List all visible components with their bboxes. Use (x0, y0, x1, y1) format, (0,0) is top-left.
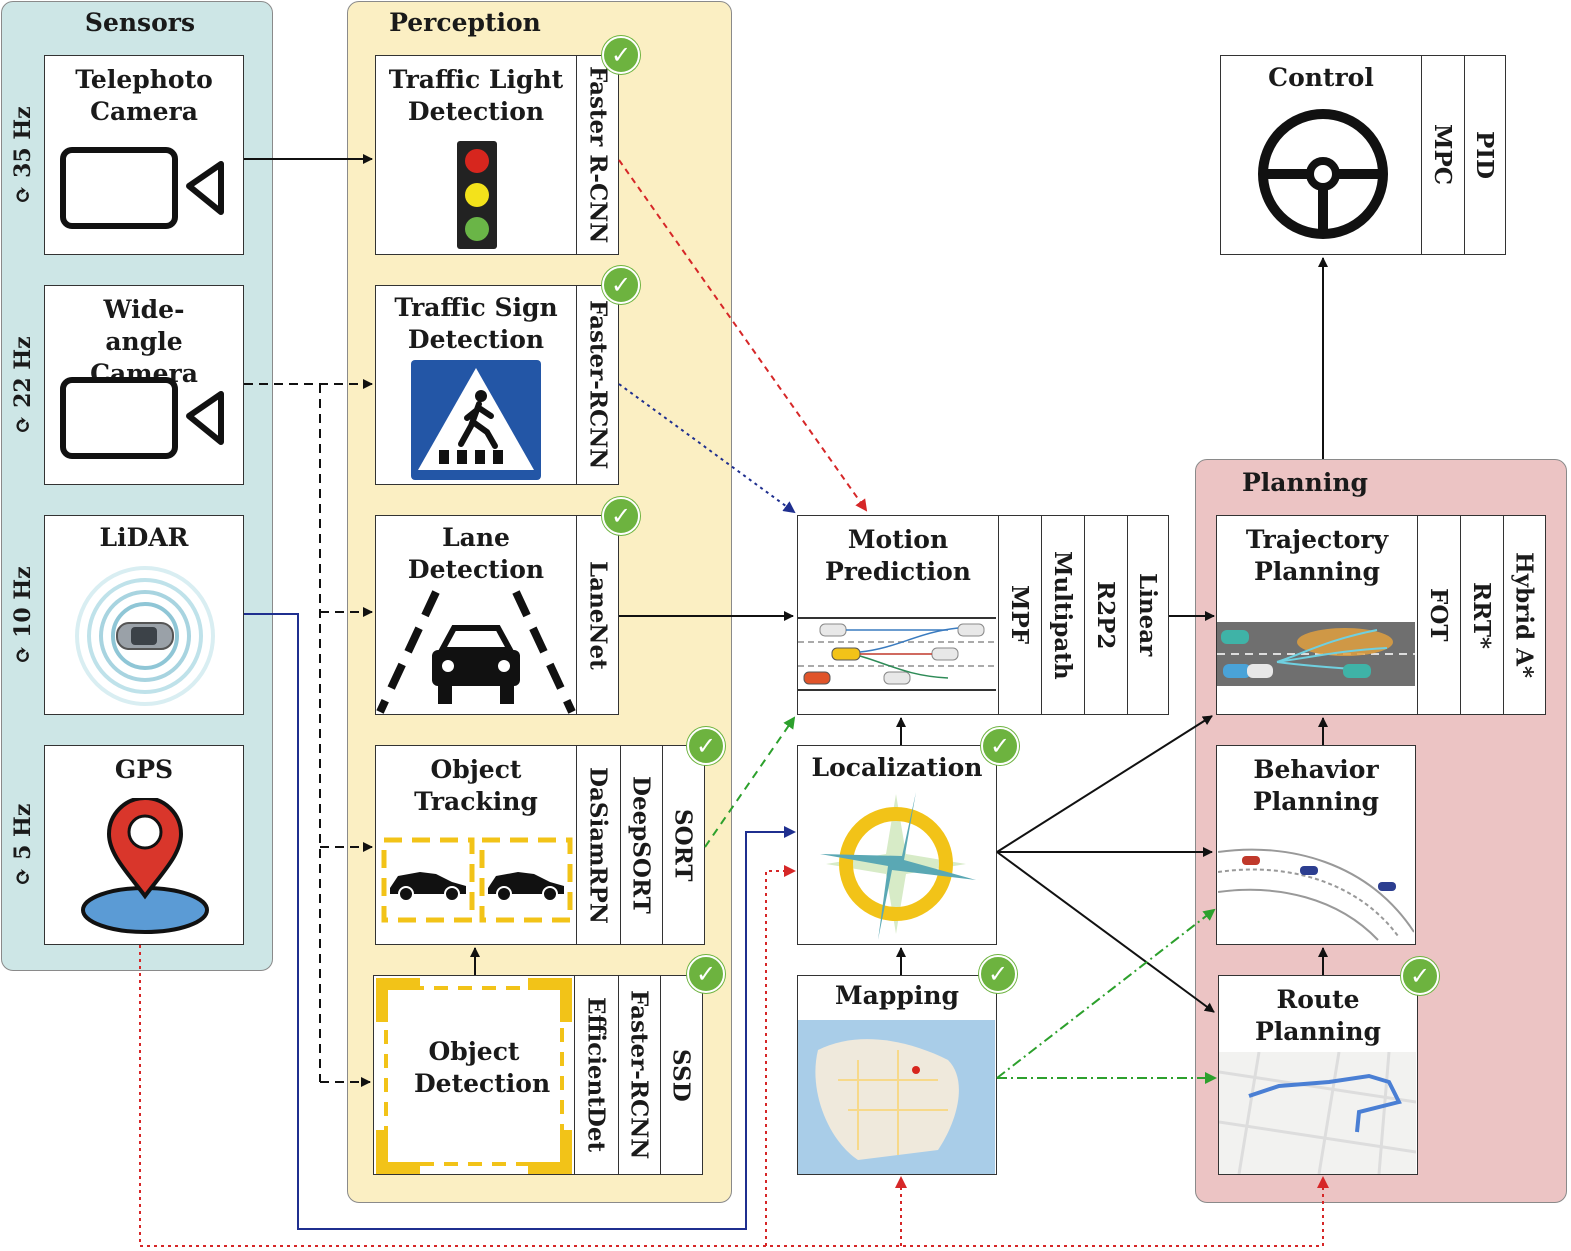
localization-box: Localization (797, 745, 997, 945)
method-multipath: Multipath (1049, 550, 1076, 680)
traffic-light-icon (457, 141, 497, 249)
check-icon: ✓ (981, 727, 1019, 765)
check-icon: ✓ (687, 727, 725, 765)
method-faster-rcnn: Faster-RCNN (584, 300, 612, 470)
check-icon: ✓ (602, 36, 640, 74)
traffic-sign-title: Traffic Sign Detection (394, 293, 558, 354)
method-fot: FOT (1425, 588, 1452, 642)
object-tracking-title: Object Tracking (414, 755, 538, 816)
lane-detection-title: Lane Detection (407, 523, 545, 584)
method-linear: Linear (1134, 573, 1161, 657)
method-hybrid-a-star: Hybrid A* (1510, 552, 1538, 678)
method-ssd: SSD (667, 1048, 695, 1102)
method-deepsort: DeepSORT (627, 776, 655, 914)
method-faster-rcnn: Faster-RCNN (625, 990, 653, 1160)
lidar-rate: ⟳ 10 Hz (10, 566, 36, 664)
mapping-title: Mapping (835, 981, 959, 1010)
control-box: Control MPC PID (1220, 55, 1506, 255)
planning-title: Planning (1241, 468, 1368, 497)
motion-prediction-title: Motion Prediction (825, 525, 971, 586)
traffic-light-box: Traffic Light Detection Faster R-CNN (375, 55, 619, 255)
lidar-label: LiDAR (99, 523, 189, 552)
wideangle-rate: ⟳ 22 Hz (10, 336, 36, 434)
lane-detection-box: Lane Detection LaneNet (375, 515, 619, 715)
method-lanenet: LaneNet (584, 560, 612, 670)
method-r2p2: R2P2 (1092, 580, 1119, 650)
object-detection-title: Object Detection (414, 1037, 551, 1098)
method-dasiamrpn: DaSiamRPN (584, 766, 612, 924)
camera-icon (60, 377, 224, 459)
route-planning-title: Route Planning (1254, 985, 1381, 1046)
sensors-title: Sensors (84, 8, 196, 37)
object-detection-box: Object Detection EfficientDet Faster-RCN… (373, 975, 703, 1175)
mapping-box: Mapping (797, 975, 997, 1175)
wideangle-camera-box: Wide-angle Camera (44, 285, 244, 485)
behavior-planning-title: Behavior Planning (1252, 755, 1379, 816)
method-rrt-star: RRT* (1468, 581, 1495, 649)
gps-rate: ⟳ 5 Hz (10, 803, 36, 887)
check-icon: ✓ (602, 497, 640, 535)
mapping-to-behavior-arrow (996, 908, 1216, 1079)
perception-title: Perception (389, 8, 541, 37)
lane-car-icon (376, 590, 576, 714)
method-mpc: MPC (1429, 124, 1456, 186)
behavior-road-icon (1218, 848, 1414, 941)
telephoto-camera-label: Telephoto Camera (75, 65, 213, 126)
trajectory-planning-box: Trajectory Planning FOT RRT* Hybrid A* (1216, 515, 1546, 715)
check-icon: ✓ (602, 266, 640, 304)
lidar-icon (75, 566, 215, 706)
method-efficientdet: EfficientDet (582, 997, 610, 1153)
traffic-sign-box: Traffic Sign Detection Faster-RCNN (375, 285, 619, 485)
trajectory-planning-title: Trajectory Planning (1245, 525, 1389, 586)
lidar-box: LiDAR (44, 515, 244, 715)
camera-icon (60, 147, 224, 229)
check-icon: ✓ (687, 955, 725, 993)
check-icon: ✓ (979, 955, 1017, 993)
check-icon: ✓ (1401, 957, 1439, 995)
motion-prediction-road-icon (798, 617, 996, 691)
localization-to-route-arrow (996, 851, 1215, 1013)
pedestrian-crossing-sign-icon (411, 360, 541, 480)
localization-to-trajectory-arrow (996, 715, 1213, 853)
compass-icon (820, 792, 976, 940)
method-faster-rcnn: Faster R-CNN (584, 66, 612, 244)
steering-wheel-icon (1258, 109, 1388, 239)
telephoto-rate: ⟳ 35 Hz (10, 106, 36, 204)
gps-to-localization-arrow (765, 865, 796, 1246)
localization-title: Localization (811, 753, 983, 782)
gps-box: GPS (44, 745, 244, 945)
behavior-planning-box: Behavior Planning (1216, 745, 1416, 945)
control-title: Control (1268, 63, 1374, 92)
motion-prediction-box: Motion Prediction MPF Multipath R2P2 Lin… (797, 515, 1169, 715)
gps-label: GPS (114, 755, 174, 784)
route-map-icon (1219, 1052, 1416, 1174)
tracking-cars-icon (381, 837, 573, 923)
trajectory-road-icon (1217, 622, 1415, 686)
telephoto-camera-box: Telephoto Camera (44, 55, 244, 255)
object-tracking-box: Object Tracking DaSiamRPN DeepSORT SORT (375, 745, 705, 945)
method-sort: SORT (669, 808, 697, 882)
method-pid: PID (1471, 131, 1498, 179)
method-mpf: MPF (1006, 585, 1033, 645)
map-pin-icon (81, 798, 209, 934)
route-planning-box: Route Planning (1218, 975, 1418, 1175)
traffic-light-title: Traffic Light Detection (388, 65, 564, 126)
map-thumbnail-icon (798, 1020, 995, 1174)
wideangle-camera-label: Wide-angle Camera (90, 295, 198, 388)
